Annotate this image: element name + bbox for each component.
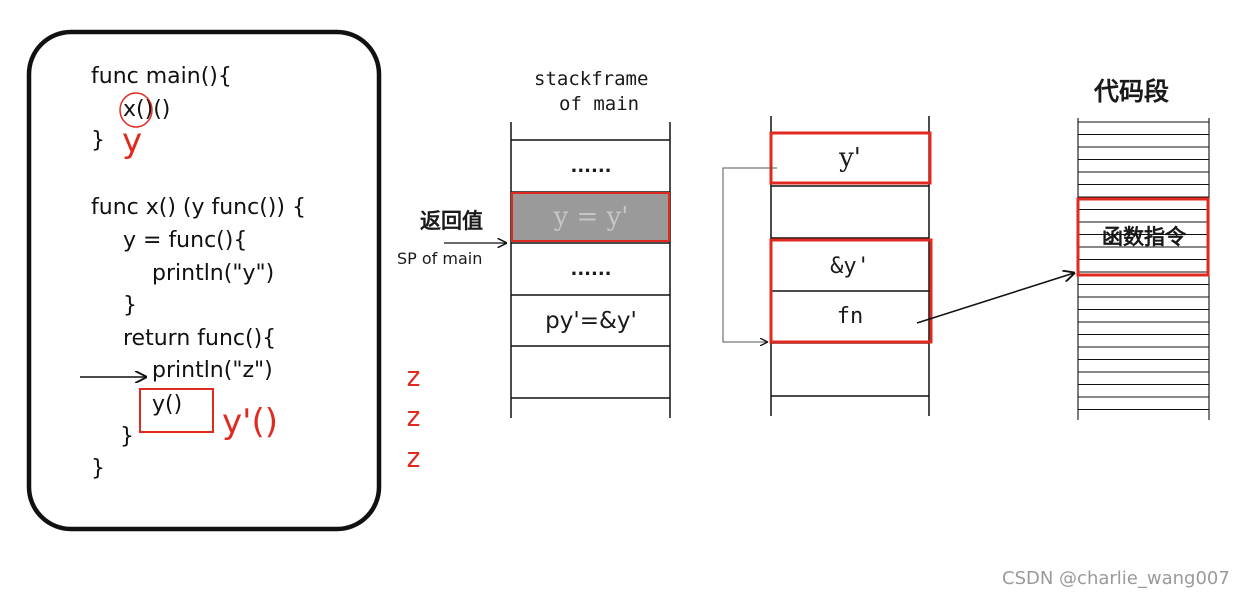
heap-addr-y-text: &y' [830, 253, 870, 279]
call-paren-text: ()() [136, 97, 171, 122]
code-segment [1077, 118, 1210, 420]
code-segment-rows [1078, 121, 1209, 410]
code-line-y-assign: y = func(){ [123, 228, 248, 253]
sp-of-main-label: SP of main [397, 249, 483, 268]
output-line-1: z [405, 360, 422, 393]
stack-cell-return-value: y = y' [513, 193, 669, 240]
stack-cell-1: ...... [512, 140, 670, 192]
closure-struct-box [769, 238, 933, 344]
code-brace-2: } [123, 293, 137, 318]
code-line-println-y: println("y") [152, 261, 275, 286]
code-line-func-x: func x() (y func()) { [91, 195, 306, 220]
heap-frame [770, 116, 930, 416]
code-segment-title: 代码段 [1094, 77, 1170, 106]
annotation-y: y [122, 121, 143, 161]
stack-cell-3: ...... [512, 244, 670, 294]
heap-y-prime-box [769, 131, 932, 185]
call-x-text: x [123, 97, 137, 122]
code-panel-border [26, 29, 382, 532]
code-line-println-z: println("z") [152, 358, 273, 383]
stack-cell-4: py'=&y' [512, 296, 670, 346]
code-brace-4: } [91, 456, 105, 481]
stack-cell-3-text: ...... [570, 258, 612, 280]
stackframe-title-line1: stackframe [534, 68, 649, 90]
return-value-label: 返回值 [420, 208, 483, 233]
output-line-3: z [405, 441, 422, 474]
return-value-highlight [511, 192, 670, 242]
output-line-2: z [405, 400, 422, 433]
heap-fn-text: fn [836, 303, 864, 329]
stackframe-title-line2: of main [559, 93, 640, 115]
heap-cell-y-prime: y' [771, 134, 929, 182]
function-instructions-label: 函数指令 [1102, 224, 1186, 249]
code-brace-3: } [120, 424, 134, 449]
code-line-call-x: x()() [123, 97, 170, 123]
stackframe-main [510, 122, 671, 418]
heap-y-prime-text: y' [839, 143, 861, 173]
call-x-circle [119, 92, 153, 128]
function-instructions-box [1076, 197, 1210, 277]
code-line-y-call: y() [152, 392, 183, 417]
annotation-y-prime: y'() [222, 402, 278, 442]
heap-cell-fn: fn [771, 292, 929, 340]
code-brace-1: } [91, 128, 105, 153]
y-call-box [139, 388, 214, 433]
fn-pointer-arrow [916, 273, 1074, 324]
stack-cell-1-text: ...... [570, 155, 612, 177]
stack-cell-4-text: py'=&y' [545, 308, 637, 334]
code-line-main: func main(){ [91, 64, 232, 89]
code-line-return: return func(){ [123, 326, 277, 351]
closure-pointer-arrow [722, 167, 777, 342]
return-value-text: y = y' [553, 201, 629, 232]
heap-cell-addr-y: &y' [771, 242, 929, 290]
watermark: CSDN @charlie_wang007 [1002, 568, 1230, 589]
